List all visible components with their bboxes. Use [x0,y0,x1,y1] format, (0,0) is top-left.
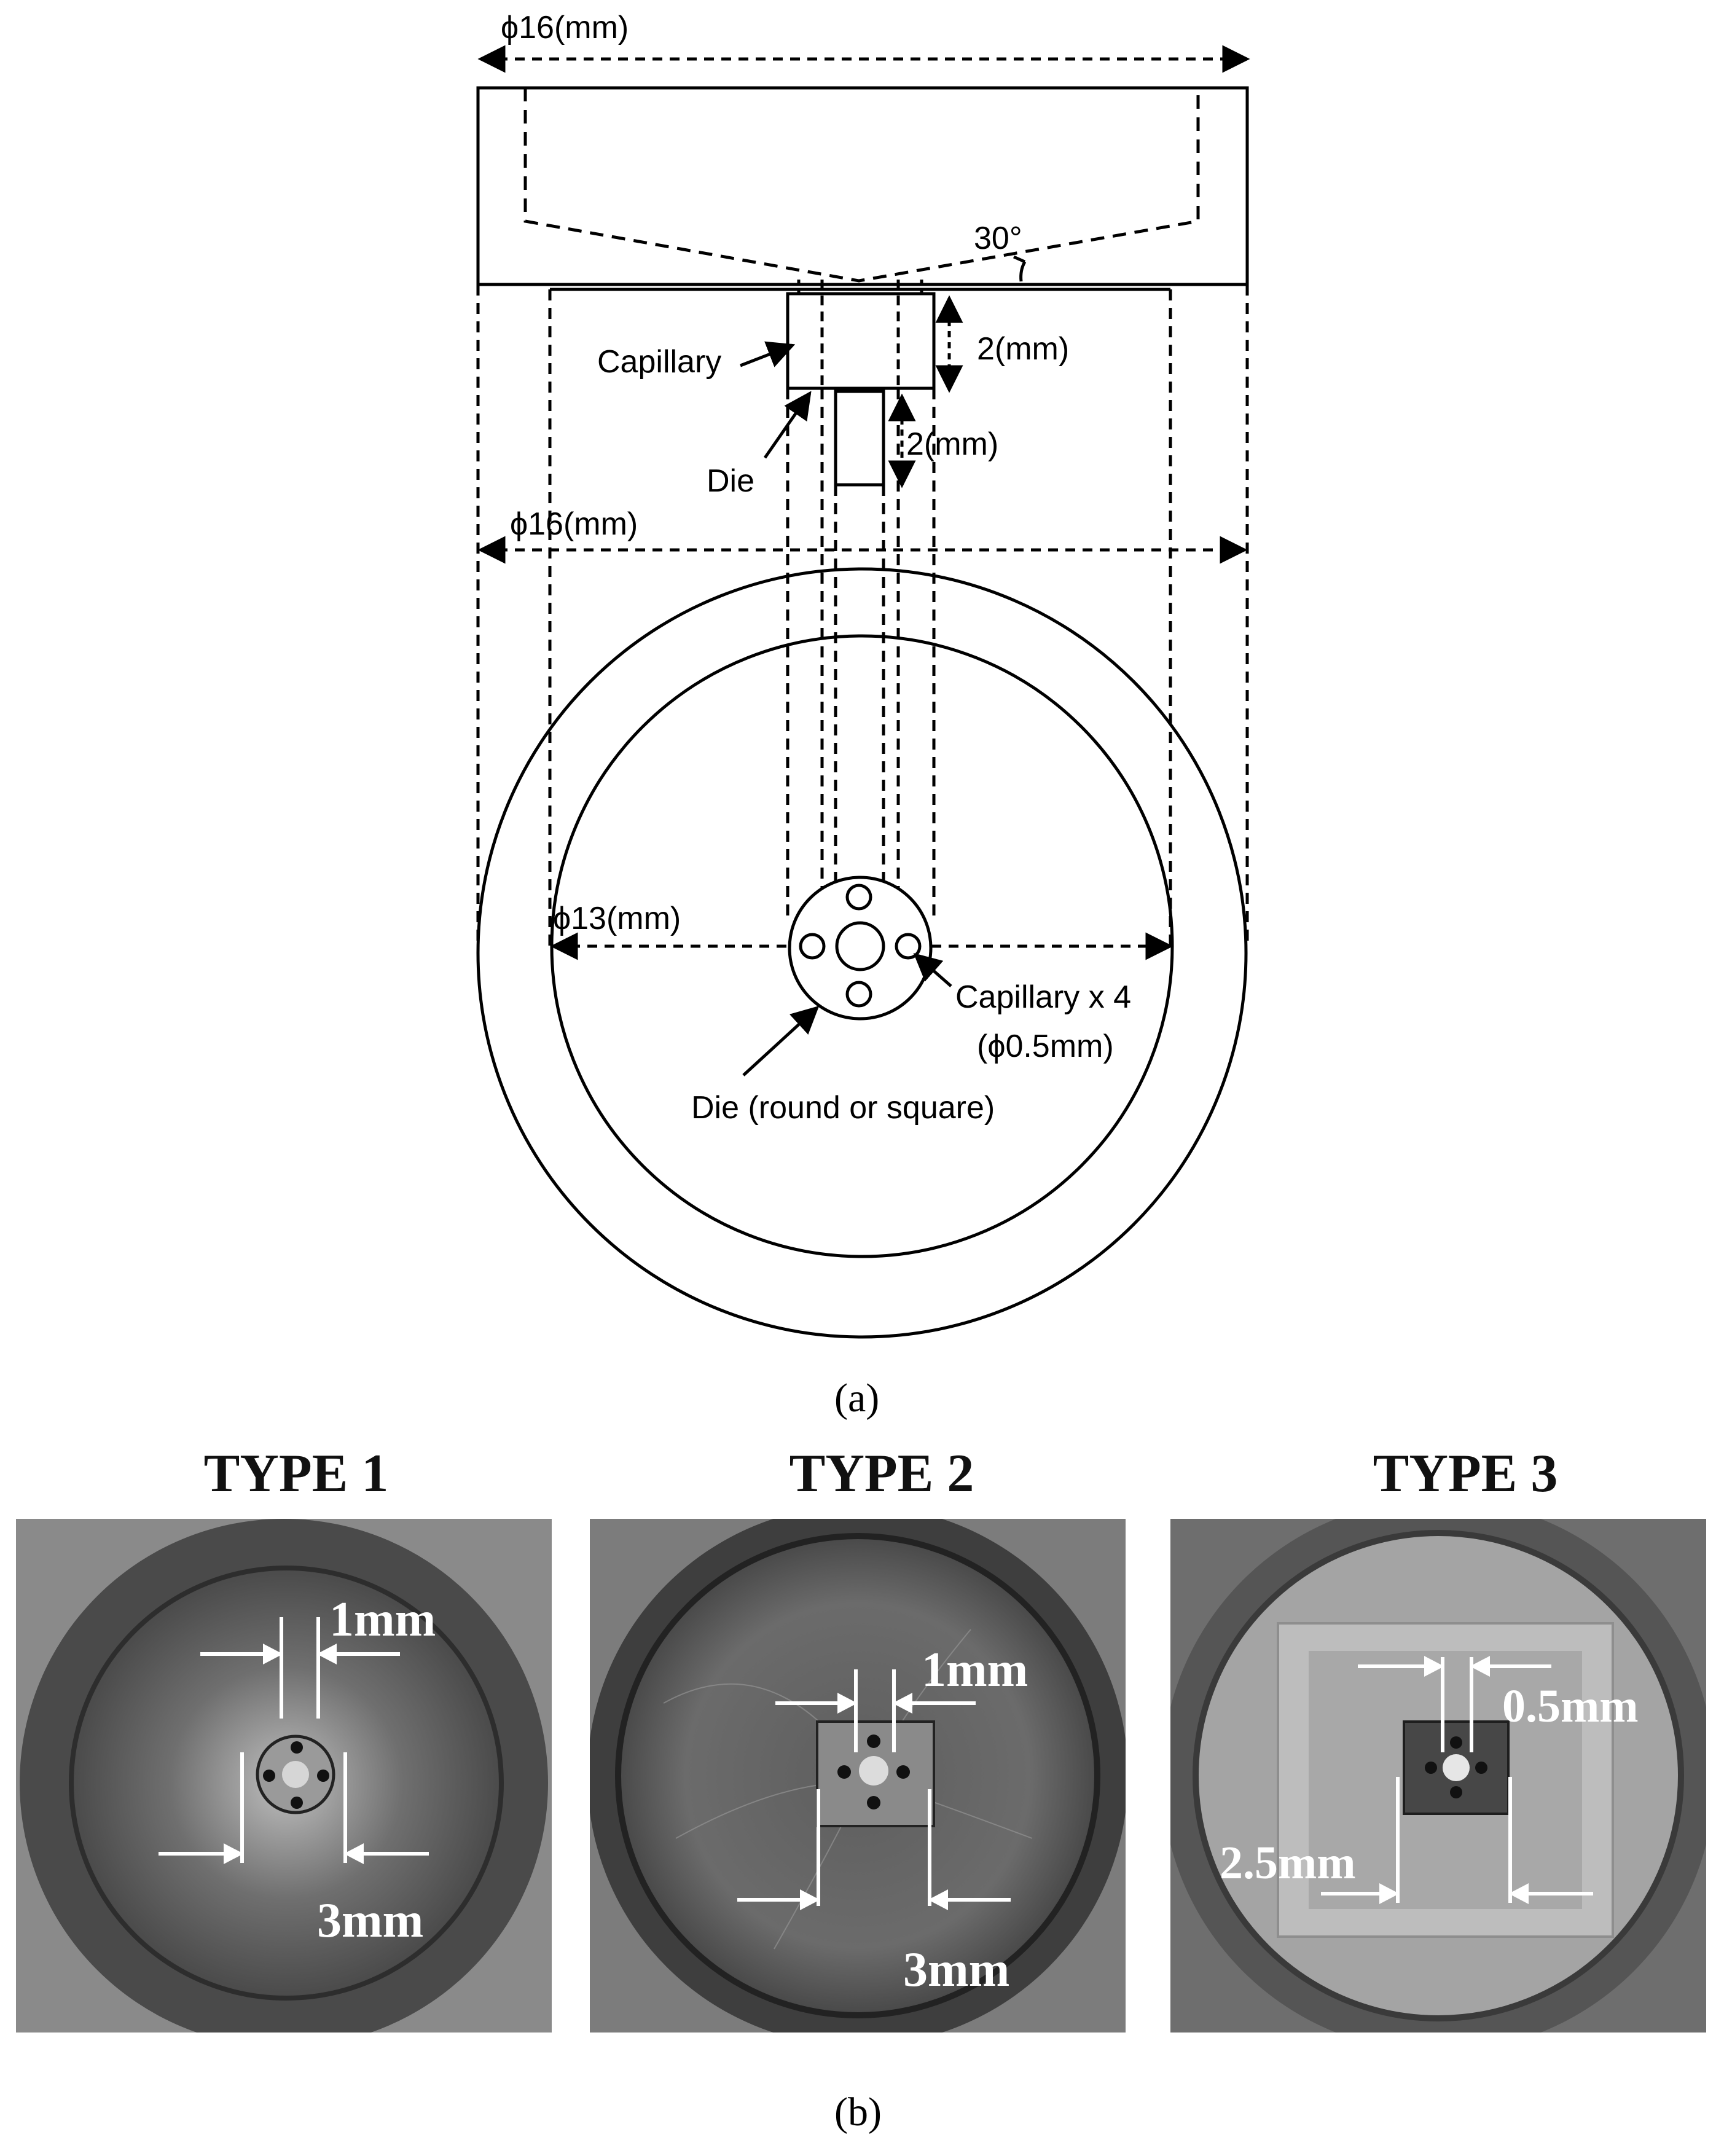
type-2-dim-small: 1mm [922,1643,1028,1697]
capillary-hole-top [845,884,872,911]
die-body [834,390,885,487]
type-1-photo: 1mm 3mm [16,1519,552,2033]
capillary-block [786,292,936,390]
nozzle-body [476,86,1249,286]
caption-a: (a) [834,1376,880,1421]
type-3-dim-small: 0.5mm [1502,1680,1639,1732]
die-length-label: 2(mm) [906,426,998,462]
angle-arc [1019,261,1027,282]
capillary-label: Capillary [597,344,721,380]
capillary-hole-left [799,933,826,960]
type-3-photo: 0.5mm 2.5mm [1170,1519,1706,2033]
capillary-hole-bottom [845,981,872,1008]
capillary-length-label: 2(mm) [977,331,1069,367]
type-2-title: TYPE 2 [789,1444,974,1503]
type-3-dim-large: 2.5mm [1220,1837,1356,1889]
mid-diameter-label: ϕ16(mm) [510,506,638,542]
capillary-count-label: Capillary x 4 [955,979,1131,1015]
die-label: Die [707,463,754,499]
caption-b: (b) [834,2090,882,2134]
die-shape-label: Die (round or square) [691,1090,995,1126]
type-1-dim-large: 3mm [317,1894,423,1948]
type-3-title: TYPE 3 [1373,1444,1558,1503]
top-diameter-label: ϕ16(mm) [501,10,629,45]
inner-diameter-label: ϕ13(mm) [553,901,681,936]
type-1-dim-small: 1mm [329,1593,436,1647]
type-2-dim-large: 3mm [903,1943,1009,1997]
capillary-size-label: (ϕ0.5mm) [977,1029,1114,1064]
outer-circle [476,567,1248,1339]
capillary-hole-right [895,933,922,960]
type-1-title: TYPE 1 [203,1444,389,1503]
type-2-photo: 1mm 3mm [590,1519,1126,2033]
angle-label: 30° [974,221,1022,256]
technical-drawing: ϕ16(mm) 30° Capillary Die 2(mm) 2(mm) ϕ1… [476,10,1250,1339]
internal-cone [523,88,1200,283]
die-center-hole [835,921,885,971]
